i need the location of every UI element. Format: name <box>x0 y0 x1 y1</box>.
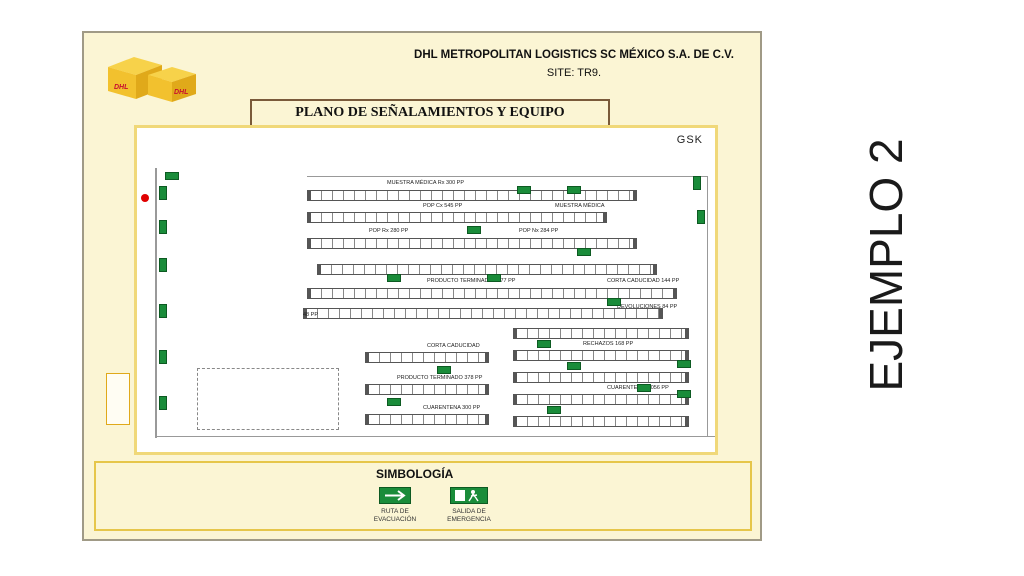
example-text: EJEMPLO 2 <box>860 140 912 390</box>
zone-label: POP Cx 545 PP <box>423 203 463 209</box>
evacuation-sign <box>567 186 581 194</box>
evacuation-sign <box>693 176 701 190</box>
evacuation-sign <box>697 210 705 224</box>
plan-title: PLANO DE SEÑALAMIENTOS Y EQUIPO <box>250 99 610 127</box>
rack <box>513 394 689 405</box>
rack <box>365 414 489 425</box>
svg-text:DHL: DHL <box>174 89 188 96</box>
wall <box>307 176 707 177</box>
floor-plan: GSK MUESTRA MÉDICA Rx 300 PP POP Cx 545 … <box>134 125 718 455</box>
zone-label: PRODUCTO TERMINADO 1477 PP <box>427 278 516 284</box>
evacuation-sign <box>517 186 531 194</box>
legend-item-evacuation: RUTA DE EVACUACIÓN <box>360 487 430 524</box>
office-area <box>197 368 339 430</box>
evacuation-sign <box>159 220 167 234</box>
rack <box>365 352 489 363</box>
legend-label-evacuation: RUTA DE EVACUACIÓN <box>373 508 417 523</box>
rack <box>513 328 689 339</box>
rack <box>307 288 677 299</box>
exit-door-marker <box>106 373 130 425</box>
company-name: DHL METROPOLITAN LOGISTICS SC MÉXICO S.A… <box>414 49 734 61</box>
evacuation-route-icon <box>379 487 411 504</box>
evacuation-sign <box>159 186 167 200</box>
zone-label: POP Nx 284 PP <box>519 228 559 234</box>
zone-label: CORTA CADUCIDAD <box>427 343 480 349</box>
evacuation-sign <box>387 274 401 282</box>
rack <box>365 384 489 395</box>
rack <box>513 416 689 427</box>
example-label: EJEMPLO 2 <box>810 138 920 391</box>
evacuation-sign <box>637 384 651 392</box>
zone-label: DEVOLUCIONES 84 PP <box>617 304 678 310</box>
evacuation-sign <box>577 248 591 256</box>
wall <box>707 176 708 436</box>
rack <box>303 308 663 319</box>
dhl-logo: DHL DHL <box>104 47 199 102</box>
zone-label: CUARENTENA 300 PP <box>423 405 481 411</box>
evacuation-sign <box>547 406 561 414</box>
evacuation-sign <box>537 340 551 348</box>
svg-text:DHL: DHL <box>114 84 128 91</box>
zone-label: PRODUCTO TERMINADO 378 PP <box>397 375 483 381</box>
evacuation-sign <box>607 298 621 306</box>
red-marker <box>141 194 149 202</box>
evacuation-sign <box>159 396 167 410</box>
zone-label: RECHAZOS 168 PP <box>583 341 634 347</box>
evacuation-sign <box>159 304 167 318</box>
rack <box>513 372 689 383</box>
legend-label-exit: SALIDA DE EMERGENCIA <box>447 508 491 523</box>
rack <box>513 350 689 361</box>
legend-item-exit: SALIDA DE EMERGENCIA <box>434 487 504 524</box>
plan-sheet: DHL DHL DHL METROPOLITAN LOGISTICS SC MÉ… <box>82 31 762 541</box>
emergency-exit-sign <box>165 172 179 180</box>
rack <box>307 212 607 223</box>
evacuation-sign <box>567 362 581 370</box>
site-label: SITE: TR9. <box>546 67 602 79</box>
zone-label: 48 PP <box>303 312 318 318</box>
client-label: GSK <box>676 134 703 146</box>
evacuation-sign <box>487 274 501 282</box>
zone-label: MUESTRA MÉDICA <box>555 203 605 209</box>
evacuation-sign <box>159 258 167 272</box>
zone-label: MUESTRA MÉDICA Rx 300 PP <box>387 180 465 186</box>
evacuation-sign <box>159 350 167 364</box>
wall <box>155 168 157 438</box>
emergency-exit-icon <box>450 487 488 504</box>
legend-title: SIMBOLOGÍA <box>376 467 454 481</box>
evacuation-sign <box>437 366 451 374</box>
evacuation-sign <box>677 390 691 398</box>
zone-label: CORTA CADUCIDAD 144 PP <box>607 278 680 284</box>
zone-label: POP Rx 280 PP <box>369 228 409 234</box>
evacuation-sign <box>467 226 481 234</box>
wall <box>155 436 715 437</box>
evacuation-sign <box>677 360 691 368</box>
rack <box>307 190 637 201</box>
rack <box>307 238 637 249</box>
evacuation-sign <box>387 398 401 406</box>
legend: SIMBOLOGÍA RUTA DE EVACUACIÓN SALIDA DE … <box>94 461 752 531</box>
